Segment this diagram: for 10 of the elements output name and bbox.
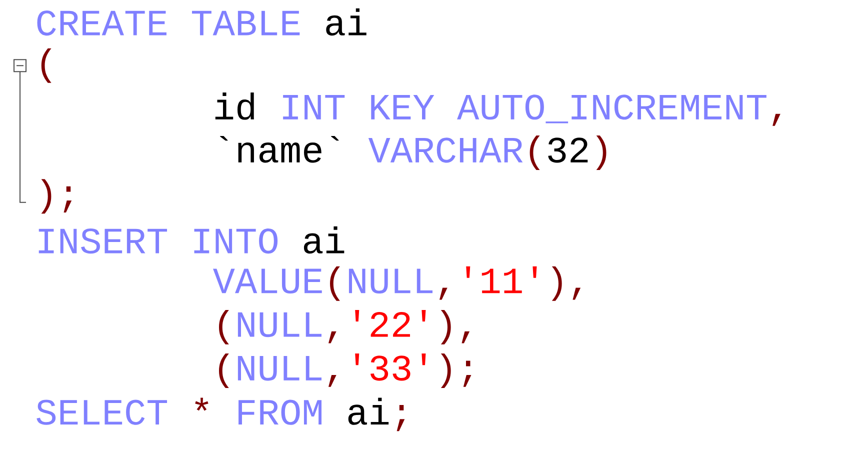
- code-line: (: [41, 48, 52, 83]
- code-line: id INT KEY AUTO_INCREMENT,: [215, 92, 780, 126]
- code-line: (NULL,'33');: [219, 354, 472, 388]
- code-line: `name` VARCHAR(32): [220, 136, 606, 170]
- code-line: CREATE TABLE ai: [37, 8, 366, 36]
- code-line: );: [41, 179, 72, 214]
- code-line: INSERT INTO ai: [38, 226, 344, 254]
- code-line: SELECT * FROM ai;: [36, 398, 405, 432]
- code-line: (NULL,'22'),: [219, 310, 470, 344]
- code-line: VALUE(NULL,'11'),: [213, 266, 581, 301]
